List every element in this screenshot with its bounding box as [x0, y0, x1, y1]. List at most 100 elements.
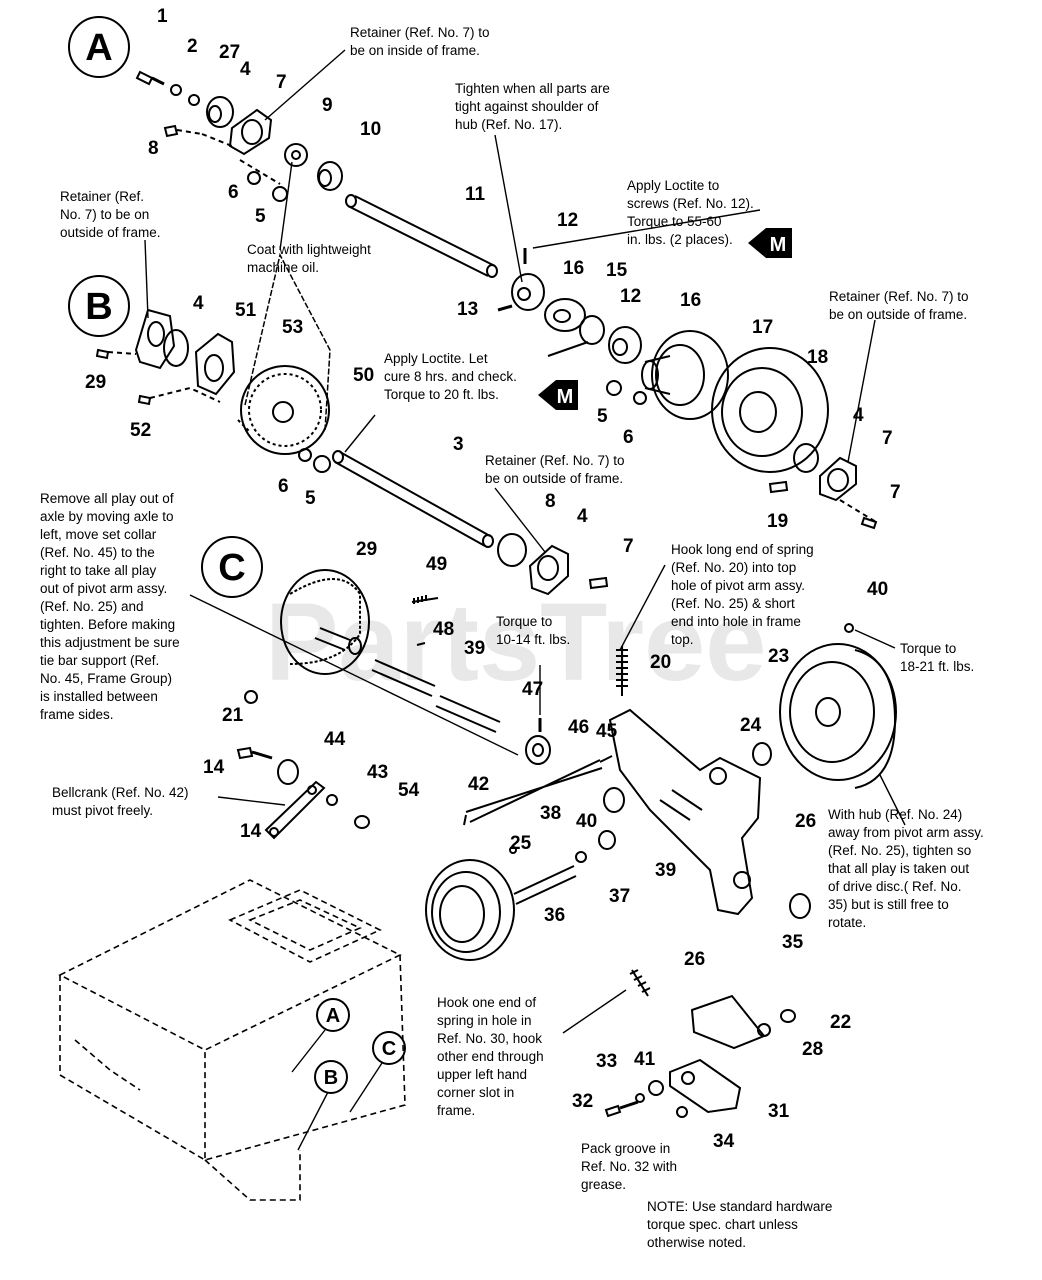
part-number-label: 25	[510, 833, 532, 854]
note-pack-groove: Pack groove in Ref. No. 32 with grease.	[581, 1141, 678, 1192]
part-number-label: 37	[609, 886, 630, 907]
part-number-label: 15	[606, 260, 628, 281]
part-number-label: 9	[322, 95, 333, 116]
note-retainer-outside-right: Retainer (Ref. No. 7) to be on outside o…	[829, 289, 969, 322]
section-c-parts	[236, 569, 897, 961]
note-coat-oil: Coat with lightweight machine oil.	[247, 242, 371, 275]
section-b-badge	[68, 275, 130, 337]
part-number-label: 4	[577, 506, 588, 527]
part-number-label: 38	[540, 803, 561, 824]
part-number-label: 23	[768, 646, 789, 667]
part-number-label: 22	[830, 1012, 851, 1033]
part-number-label: 33	[596, 1051, 617, 1072]
marker-m-upper	[748, 228, 792, 258]
section-b-letter: B	[85, 286, 112, 328]
part-number-label: 7	[623, 536, 634, 557]
note-retainer-outside-b: Retainer (Ref. No. 7) to be on outside o…	[60, 189, 161, 240]
frame-callout-b-letter: B	[324, 1067, 338, 1089]
part-number-label: 8	[148, 138, 159, 159]
part-number-label: 45	[596, 721, 618, 742]
section-c-badge	[201, 536, 263, 598]
part-number-label: 11	[465, 184, 486, 205]
part-number-label: 14	[240, 821, 262, 842]
note-hook-spring-22: Hook one end of spring in hole in Ref. N…	[437, 995, 544, 1118]
part-number-label: 39	[655, 860, 676, 881]
part-number-label: 42	[468, 774, 489, 795]
part-number-label: 43	[367, 762, 388, 783]
part-number-label: 48	[433, 619, 454, 640]
part-number-label: 7	[890, 482, 901, 503]
part-number-label: 4	[240, 59, 251, 80]
part-number-label: 53	[282, 317, 303, 338]
part-number-label: 36	[544, 905, 565, 926]
note-torque-18-21: Torque to 18-21 ft. lbs.	[900, 641, 975, 674]
part-number-label: 46	[568, 717, 589, 738]
part-number-label: 49	[426, 554, 447, 575]
part-number-label: 3	[453, 434, 464, 455]
frame-callout-a	[316, 998, 350, 1032]
part-number-label: 47	[522, 679, 543, 700]
part-number-label: 54	[398, 780, 420, 801]
marker-m-lower	[538, 380, 578, 410]
part-number-label: 14	[203, 757, 225, 778]
frame-callout-a-letter: A	[326, 1005, 340, 1027]
part-number-label: 40	[867, 579, 888, 600]
part-number-label: 12	[620, 286, 641, 307]
part-number-label: 34	[713, 1131, 735, 1152]
part-number-label: 31	[768, 1101, 790, 1122]
part-number-label: 32	[572, 1091, 593, 1112]
note-apply-loctite-12: Apply Loctite to screws (Ref. No. 12). T…	[627, 178, 754, 247]
lower-right-parts	[604, 969, 796, 1118]
note-standard-hardware: NOTE: Use standard hardware torque spec.…	[647, 1199, 833, 1250]
note-bellcrank: Bellcrank (Ref. No. 42) must pivot freel…	[52, 785, 189, 818]
part-number-label: 19	[767, 511, 788, 532]
part-number-label: 40	[576, 811, 597, 832]
part-number-label: 28	[802, 1039, 823, 1060]
part-number-label: 5	[597, 406, 608, 427]
part-number-label: 8	[545, 491, 556, 512]
part-number-label: 6	[228, 182, 239, 203]
part-number-label: 16	[563, 258, 584, 279]
part-number-label: 18	[807, 347, 828, 368]
part-number-label: 27	[219, 42, 240, 63]
part-number-label: 20	[650, 652, 671, 673]
frame-callout-c	[372, 1031, 406, 1065]
frame-callout-c-letter: C	[382, 1038, 396, 1060]
part-number-label: 7	[276, 72, 287, 93]
section-a-parts	[135, 70, 498, 278]
part-number-label: 4	[853, 405, 864, 426]
marker-m-upper-letter: M	[770, 234, 787, 256]
part-number-label: 39	[464, 638, 485, 659]
leader-lines	[144, 49, 906, 1034]
note-apply-loctite-cure: Apply Loctite. Let cure 8 hrs. and check…	[384, 351, 517, 402]
part-number-label: 2	[187, 36, 198, 57]
part-number-label: 13	[457, 299, 478, 320]
part-number-label: 6	[623, 427, 634, 448]
part-number-label: 44	[324, 729, 346, 750]
part-number-label: 52	[130, 420, 151, 441]
note-hook-spring-20: Hook long end of spring (Ref. No. 20) in…	[671, 542, 814, 647]
part-number-label: 16	[680, 290, 701, 311]
part-number-label: 10	[360, 119, 381, 140]
note-retainer-outside-mid: Retainer (Ref. No. 7) to be on outside o…	[485, 453, 625, 486]
note-torque-10-14: Torque to 10-14 ft. lbs.	[496, 614, 571, 647]
note-remove-play: Remove all play out of axle by moving ax…	[40, 491, 180, 722]
marker-m-lower-letter: M	[557, 386, 574, 408]
part-number-label: 29	[85, 372, 106, 393]
note-retainer-inside: Retainer (Ref. No. 7) to be on inside of…	[350, 25, 490, 58]
part-number-label: 17	[752, 317, 773, 338]
section-a-badge	[68, 16, 130, 78]
section-b-parts	[95, 252, 609, 596]
part-number-label: 26	[795, 811, 816, 832]
part-number-label: 51	[235, 300, 257, 321]
frame-callout-b	[314, 1060, 348, 1094]
part-number-label: 6	[278, 476, 289, 497]
part-number-label: 7	[882, 428, 893, 449]
part-number-label: 5	[255, 206, 266, 227]
part-number-label: 29	[356, 539, 377, 560]
part-number-label: 24	[740, 715, 762, 736]
note-with-hub: With hub (Ref. No. 24) away from pivot a…	[828, 807, 984, 930]
hub-parts	[497, 248, 878, 530]
